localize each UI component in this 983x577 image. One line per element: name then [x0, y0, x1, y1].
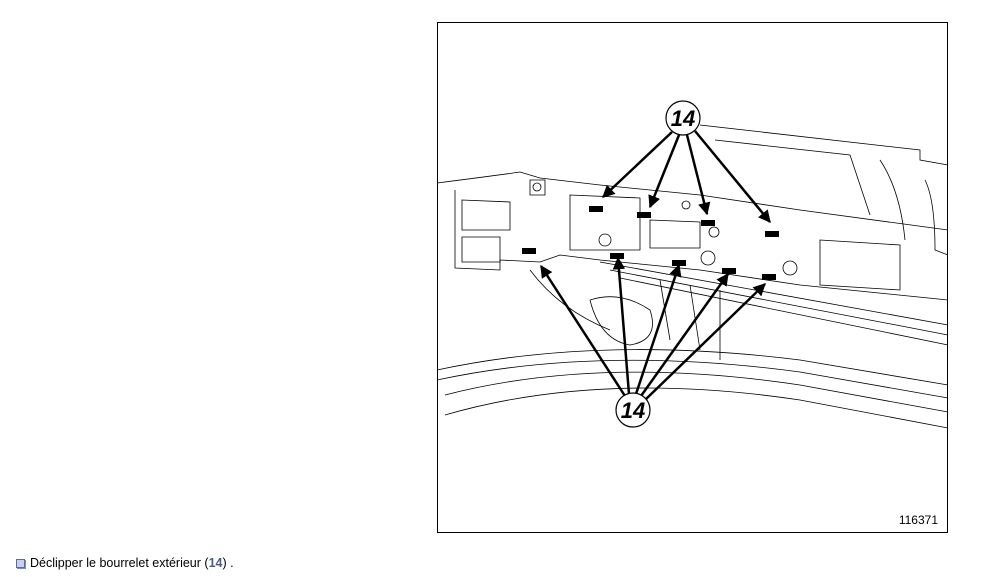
bumper-line-art — [436, 124, 949, 429]
callout-top: 14 — [665, 100, 701, 136]
instruction-text-end: ) . — [222, 556, 234, 570]
instruction-step: Déclipper le bourrelet extérieur (14) . — [16, 556, 234, 570]
clip-markers — [522, 206, 779, 280]
reference-number: 14 — [208, 556, 223, 570]
callout-arrows — [539, 130, 771, 401]
callout-bottom: 14 — [615, 392, 651, 428]
callout-top-label: 14 — [671, 106, 695, 131]
bullet-icon — [16, 558, 25, 568]
instruction-text: Déclipper le bourrelet extérieur ( — [30, 556, 209, 570]
callout-bottom-label: 14 — [621, 398, 645, 423]
figure-number: 116371 — [899, 513, 938, 527]
figure-frame — [437, 22, 948, 533]
